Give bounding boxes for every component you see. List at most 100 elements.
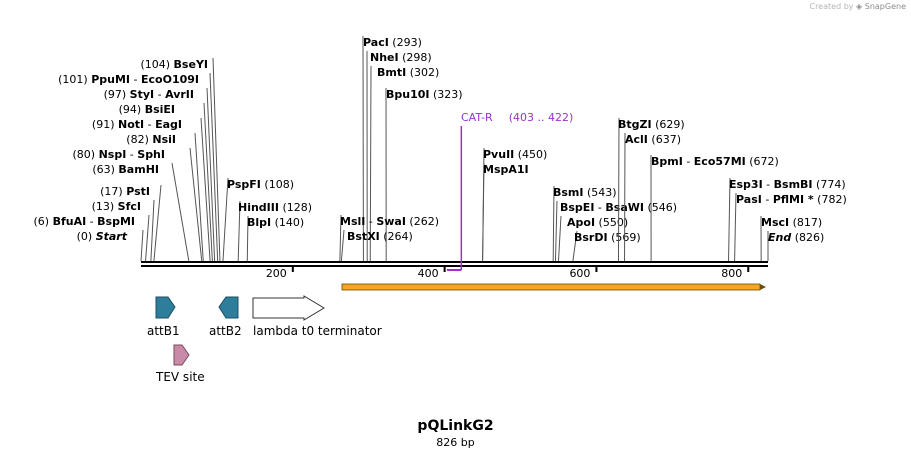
restriction-site: Esp3I - BsmBI (774) bbox=[728, 177, 846, 262]
site-enzyme-name: End bbox=[768, 231, 791, 244]
site-enzyme-name: BamHI bbox=[118, 163, 159, 176]
site-position: (323) bbox=[430, 88, 463, 101]
site-label: (104) BseYI bbox=[140, 58, 208, 71]
restriction-site: BpmI - Eco57MI (672) bbox=[650, 154, 779, 262]
restriction-site: PacI (293) bbox=[362, 35, 422, 262]
site-enzyme-name-2: EagI bbox=[155, 118, 182, 131]
site-leader-line bbox=[369, 65, 372, 262]
watermark-brand: SnapGene bbox=[864, 2, 906, 11]
restriction-site: BsmI (543) bbox=[552, 185, 617, 262]
feature-label-attb2: attB2 bbox=[209, 324, 242, 338]
site-enzyme-name: NotI bbox=[118, 118, 144, 131]
site-label: (13) SfcI bbox=[92, 200, 141, 213]
site-enzyme-name: PpuMI bbox=[91, 73, 130, 86]
site-label: (82) NsiI bbox=[126, 133, 176, 146]
site-leader-line bbox=[150, 199, 155, 262]
restriction-site: Bpu10I (323) bbox=[385, 87, 463, 262]
site-enzyme-name-2: SphI bbox=[137, 148, 165, 161]
site-enzyme-name: MslI bbox=[340, 215, 365, 228]
restriction-site: MscI (817) bbox=[760, 215, 822, 262]
restriction-site: BstXI (264) bbox=[340, 229, 413, 262]
plasmid-name: pQLinkG2 bbox=[417, 418, 494, 434]
site-label: BlpI (140) bbox=[247, 216, 304, 229]
restriction-site: (0) Start bbox=[77, 229, 144, 262]
restriction-site: End (826) bbox=[767, 231, 824, 261]
site-position: (80) bbox=[72, 148, 98, 161]
site-leader-line bbox=[153, 184, 162, 262]
site-enzyme-name: PasI bbox=[736, 193, 762, 206]
site-enzyme-name: NspI bbox=[99, 148, 127, 161]
site-enzyme-name-2: PflMI * bbox=[773, 193, 814, 206]
site-enzyme-name: ApoI bbox=[567, 216, 595, 229]
site-leader-line bbox=[189, 147, 203, 262]
watermark-prefix: Created by bbox=[809, 2, 854, 11]
site-position: (264) bbox=[380, 230, 413, 243]
snapgene-logo-icon: ◈ bbox=[856, 2, 863, 11]
site-leader-line bbox=[145, 214, 150, 262]
site-enzyme-name-2: BspMI bbox=[97, 215, 135, 228]
site-enzyme-name: PstI bbox=[126, 185, 150, 198]
site-leader-line bbox=[339, 214, 342, 262]
site-label: MspA1I bbox=[483, 163, 529, 176]
site-position: (97) bbox=[104, 88, 130, 101]
site-label: NheI (298) bbox=[370, 51, 432, 64]
feature-label-attb1: attB1 bbox=[147, 324, 180, 338]
site-label: PvuII (450) bbox=[483, 148, 547, 161]
restriction-site: (104) BseYI bbox=[140, 57, 221, 262]
site-enzyme-name: BmtI bbox=[377, 66, 406, 79]
site-enzyme-name: BseYI bbox=[174, 58, 208, 71]
site-enzyme-name-2: Eco57MI bbox=[694, 155, 746, 168]
site-enzyme-name: BsiEI bbox=[145, 103, 175, 116]
restriction-site: BtgZI (629) bbox=[617, 117, 685, 262]
site-leader-line bbox=[557, 215, 562, 262]
restriction-site: HindIII (128) bbox=[237, 200, 312, 262]
site-label: (17) PstI bbox=[100, 185, 150, 198]
orf-arrow-head bbox=[760, 284, 766, 290]
site-enzyme-name: StyI bbox=[130, 88, 154, 101]
site-position: (91) bbox=[92, 118, 118, 131]
restriction-site: AclI (637) bbox=[624, 132, 681, 262]
site-enzyme-name: BstXI bbox=[347, 230, 380, 243]
site-leader-line bbox=[728, 177, 731, 262]
restriction-site: NheI (298) bbox=[366, 50, 432, 262]
site-label: Esp3I - BsmBI (774) bbox=[729, 178, 846, 191]
plasmid-length: 826 bp bbox=[436, 436, 475, 449]
site-label: BmtI (302) bbox=[377, 66, 439, 79]
site-label: Bpu10I (323) bbox=[386, 88, 463, 101]
restriction-site: (17) PstI bbox=[100, 184, 162, 262]
site-position: (546) bbox=[644, 201, 677, 214]
site-enzyme-name: AclI bbox=[625, 133, 648, 146]
primer-name: CAT-R bbox=[461, 111, 493, 124]
site-enzyme-name: MspA1I bbox=[483, 163, 529, 176]
site-label: (0) Start bbox=[77, 230, 128, 243]
restriction-site: (94) BsiEI bbox=[119, 102, 213, 262]
restriction-site: BsrDI (569) bbox=[572, 230, 641, 262]
site-position: (543) bbox=[584, 186, 617, 199]
site-enzyme-name: BfuAI bbox=[53, 215, 87, 228]
site-label: MslI - SwaI (262) bbox=[340, 215, 439, 228]
primer-label: CAT-R(403 .. 422) bbox=[461, 111, 573, 124]
restriction-site: MslI - SwaI (262) bbox=[339, 214, 439, 262]
restriction-site: (97) StyI - AvrII bbox=[104, 87, 216, 262]
site-position: (94) bbox=[119, 103, 145, 116]
site-leader-line bbox=[203, 102, 213, 262]
site-leader-line bbox=[552, 185, 555, 262]
site-enzyme-name: NheI bbox=[370, 51, 399, 64]
snapgene-watermark: Created by ◈ SnapGene bbox=[809, 2, 906, 11]
site-position: (101) bbox=[58, 73, 91, 86]
site-enzyme-name: Bpu10I bbox=[386, 88, 430, 101]
site-enzyme-name-2: AvrII bbox=[165, 88, 194, 101]
site-label: PacI (293) bbox=[363, 36, 422, 49]
site-label: End (826) bbox=[768, 231, 824, 244]
site-position: (104) bbox=[140, 58, 173, 71]
site-position: (82) bbox=[126, 133, 152, 146]
site-enzyme-name-2: EcoO109I bbox=[141, 73, 199, 86]
site-separator: - bbox=[762, 193, 773, 206]
feature-label-tev: TEV site bbox=[155, 370, 205, 384]
site-position: (672) bbox=[746, 155, 779, 168]
site-position: (293) bbox=[389, 36, 422, 49]
site-enzyme-name: NsiI bbox=[152, 133, 176, 146]
site-enzyme-name: BsmI bbox=[553, 186, 584, 199]
site-label: (94) BsiEI bbox=[119, 103, 175, 116]
site-leader-line bbox=[572, 230, 578, 262]
